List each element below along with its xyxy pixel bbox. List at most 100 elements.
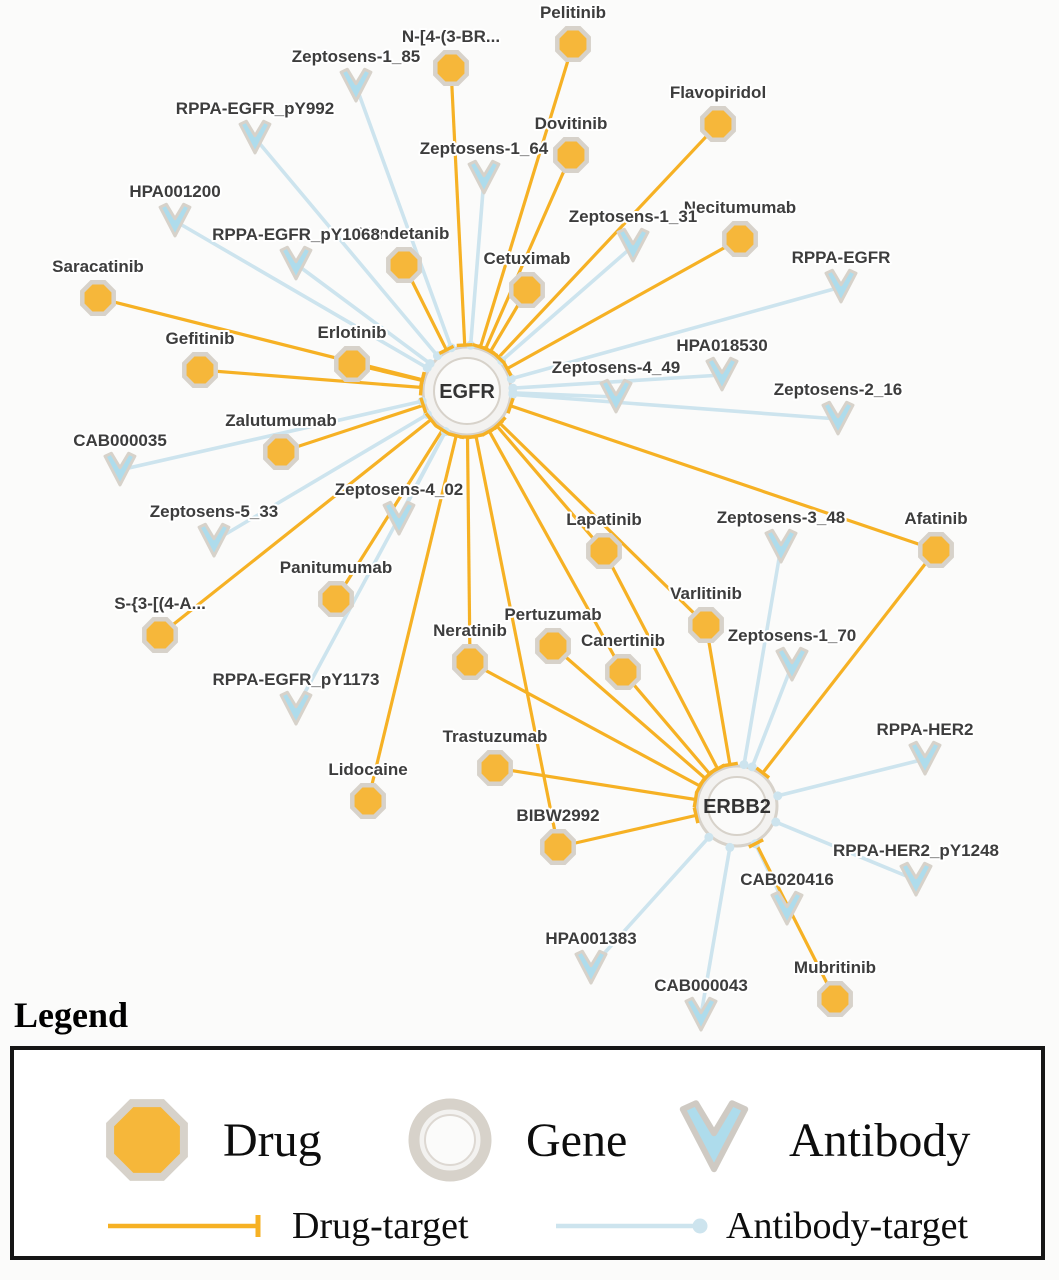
legend-label-drug: Drug bbox=[223, 1113, 322, 1167]
drug-target-edge bbox=[465, 122, 720, 393]
antibody-edge-dot bbox=[773, 791, 783, 801]
drug-label: Erlotinib bbox=[318, 323, 387, 342]
drug-edge-tee bbox=[501, 360, 513, 377]
drug-node bbox=[350, 783, 386, 819]
drug-label: Pertuzumab bbox=[504, 605, 601, 624]
antibody-label: Zeptosens-5_33 bbox=[150, 502, 279, 521]
drug-label: Dovitinib bbox=[535, 114, 608, 133]
drug-label: Lidocaine bbox=[328, 760, 407, 779]
antibody-node bbox=[339, 67, 373, 103]
antibody-target-edge bbox=[174, 219, 468, 393]
drug-label: Varlitinib bbox=[670, 584, 742, 603]
antibody-label: CAB000035 bbox=[73, 431, 167, 450]
antibody-label: RPPA-HER2 bbox=[877, 720, 974, 739]
antibody-node bbox=[599, 378, 633, 414]
drug-label: Saracatinib bbox=[52, 257, 144, 276]
antibody-target-edge bbox=[119, 389, 468, 472]
antibody-node bbox=[821, 400, 855, 436]
drug-edge-tee bbox=[424, 412, 438, 427]
drug-node bbox=[553, 137, 589, 173]
drug-target-edge bbox=[465, 390, 560, 848]
drug-node bbox=[700, 106, 736, 142]
drug-node bbox=[688, 607, 724, 643]
antibody-node bbox=[764, 528, 798, 564]
drug-node bbox=[817, 981, 853, 1017]
antibody-edge-dot bbox=[425, 359, 435, 369]
legend-item-gene: Gene bbox=[402, 1092, 627, 1188]
legend-item-antibody: Antibody bbox=[669, 1092, 970, 1188]
drug-edge-tee bbox=[702, 767, 717, 781]
antibody-label: RPPA-EGFR_pY1173 bbox=[213, 670, 380, 689]
legend-label-antibody-target: Antibody-target bbox=[726, 1205, 969, 1247]
antibody-edge-dot bbox=[508, 389, 518, 399]
marks-layer bbox=[417, 340, 783, 852]
antibody-label: Zeptosens-1_70 bbox=[728, 626, 857, 645]
labels-layer: EGFRERBB2PelitinibN-[4-(3-BR...Dovitinib… bbox=[50, 1, 1001, 997]
gene-node-inner bbox=[433, 357, 501, 425]
antibody-node bbox=[158, 202, 192, 238]
antibody-label: HPA018530 bbox=[676, 336, 767, 355]
drug-label: S-{3-[(4-A... bbox=[114, 594, 206, 613]
antibody-chevron-icon bbox=[679, 1100, 749, 1173]
drug-node bbox=[263, 434, 299, 470]
drug-label: Zalutumumab bbox=[225, 411, 336, 430]
drug-edge-tee bbox=[692, 791, 699, 808]
antibody-label: Zeptosens-2_16 bbox=[774, 380, 903, 399]
antibody-edge-dot bbox=[771, 817, 781, 827]
antibody-node bbox=[770, 890, 804, 926]
legend-title: Legend bbox=[14, 995, 129, 1035]
drug-edge-tee bbox=[438, 344, 455, 355]
drug-edge-tee bbox=[755, 766, 771, 780]
drug-edge-tee bbox=[692, 807, 700, 824]
antibody-node bbox=[382, 500, 416, 536]
drug-target-edge-icon bbox=[108, 1215, 261, 1237]
drug-edge-tee bbox=[467, 432, 485, 440]
drug-node bbox=[433, 50, 469, 86]
drug-label: Canertinib bbox=[581, 631, 665, 650]
antibody-node bbox=[899, 861, 933, 897]
gene-label: EGFR bbox=[439, 381, 495, 403]
antibody-node bbox=[197, 522, 231, 558]
antibody-node bbox=[705, 356, 739, 392]
antibody-target-edge bbox=[253, 136, 469, 393]
drug-edge-tee bbox=[448, 432, 465, 440]
antibody-node bbox=[574, 949, 608, 985]
drug-edge-tee bbox=[721, 761, 739, 768]
drug-label: Cetuximab bbox=[484, 249, 571, 268]
antibody-node bbox=[684, 996, 718, 1032]
antibody-node bbox=[103, 451, 137, 487]
antibody-edge-dot bbox=[739, 760, 749, 770]
legend-label-gene: Gene bbox=[526, 1113, 628, 1167]
antibody-label: RPPA-HER2_pY1248 bbox=[833, 841, 999, 860]
network-canvas: EGFRERBB2PelitinibN-[4-(3-BR...Dovitinib… bbox=[50, 1, 1001, 1032]
antibody-node bbox=[467, 159, 501, 195]
drug-edge-tee bbox=[493, 416, 507, 431]
drug-target-edge bbox=[466, 389, 937, 552]
antibody-target-edge bbox=[354, 85, 469, 392]
antibody-label: Zeptosens-1_64 bbox=[420, 139, 549, 158]
drug-node bbox=[386, 247, 422, 283]
antibody-label: RPPA-EGFR bbox=[792, 248, 891, 267]
drug-label: Trastuzumab bbox=[443, 727, 548, 746]
drug-target-edge bbox=[159, 389, 468, 637]
antibody-node bbox=[908, 740, 942, 776]
antibody-label: HPA001383 bbox=[545, 929, 636, 948]
antibody-label: Zeptosens-1_85 bbox=[292, 47, 421, 66]
drug-target-edge bbox=[735, 549, 938, 807]
antibody-label: RPPA-EGFR_pY1068 bbox=[212, 225, 380, 244]
genes-layer bbox=[421, 345, 779, 848]
drug-label: Gefitinib bbox=[166, 329, 235, 348]
drug-node bbox=[509, 272, 545, 308]
drug-label: Afatinib bbox=[904, 509, 967, 528]
legend-label-drug-target: Drug-target bbox=[292, 1205, 469, 1247]
drug-label: Flavopiridol bbox=[670, 83, 766, 102]
antibody-target-edge-icon bbox=[556, 1218, 708, 1234]
antibody-node bbox=[824, 268, 858, 304]
drug-node bbox=[452, 644, 488, 680]
legend-item-drug: Drug bbox=[99, 1092, 322, 1188]
drug-octagon-icon bbox=[106, 1099, 188, 1181]
drug-edge-tee bbox=[419, 397, 428, 414]
drug-label: Vandetanib bbox=[359, 224, 450, 243]
antibody-label: Zeptosens-4_02 bbox=[335, 480, 464, 499]
